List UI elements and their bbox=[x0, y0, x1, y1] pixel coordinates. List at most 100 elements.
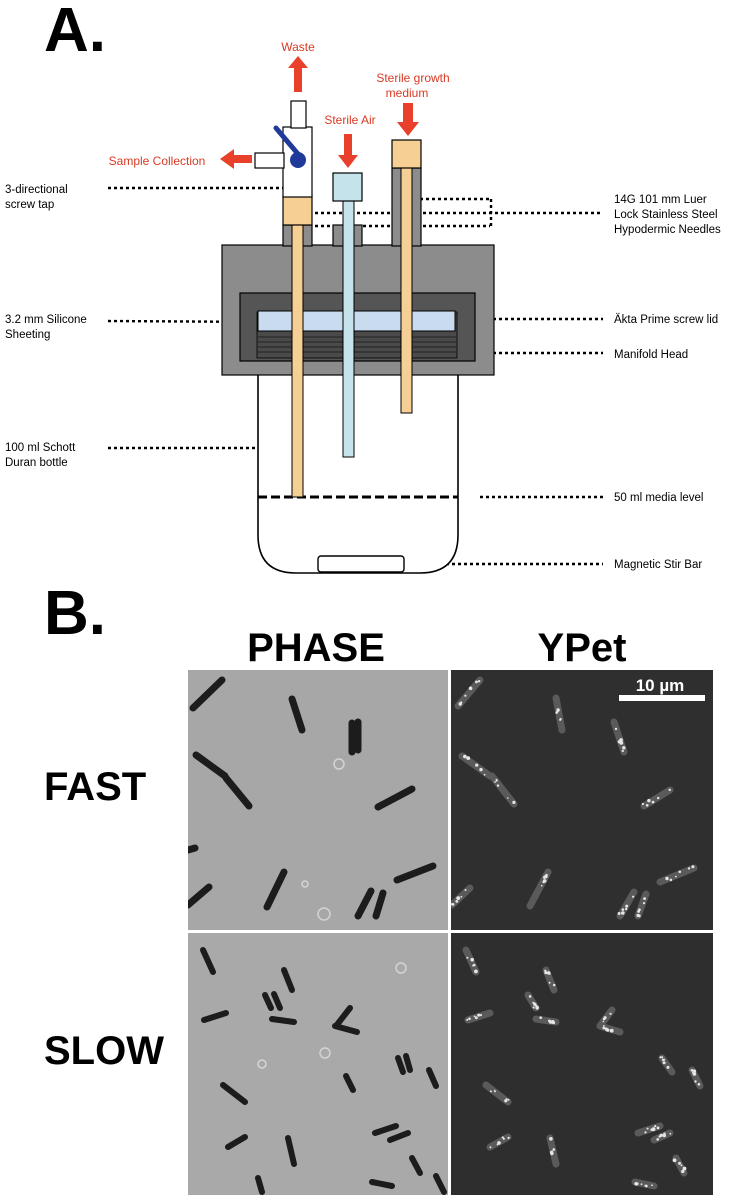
air-arrow bbox=[338, 134, 358, 168]
fluorescent-cell bbox=[634, 1122, 664, 1137]
needles-label-1: 14G 101 mm Luer bbox=[614, 194, 707, 206]
fluorescent-spot bbox=[475, 763, 479, 767]
fluorescent-spot bbox=[546, 971, 551, 975]
fluorescent-spot bbox=[669, 1132, 672, 1135]
fluorescent-spot bbox=[606, 1028, 610, 1032]
fluorescent-spot bbox=[603, 1025, 605, 1027]
column-header-phase: PHASE bbox=[247, 626, 385, 670]
fluorescent-spot bbox=[472, 964, 474, 967]
fluorescent-spot bbox=[621, 749, 624, 753]
phase-slow-cells bbox=[200, 947, 447, 1195]
fluorescent-spot bbox=[551, 1020, 555, 1023]
fluorescent-spot bbox=[512, 800, 516, 805]
ypet-fast-spots bbox=[451, 676, 698, 920]
fluorescent-spot bbox=[680, 1164, 683, 1167]
fluorescent-spot bbox=[675, 875, 677, 878]
fluorescent-spot bbox=[552, 983, 556, 987]
fluorescent-cell bbox=[656, 864, 698, 886]
fluorescent-spot bbox=[651, 800, 655, 804]
fluorescent-spot bbox=[477, 1013, 481, 1017]
fluorescent-spot bbox=[645, 804, 649, 807]
phase-fast-cells bbox=[188, 676, 437, 920]
fluorescent-spot bbox=[470, 959, 474, 962]
fluorescent-spot bbox=[545, 873, 548, 877]
fluorescent-spot bbox=[602, 1020, 605, 1023]
phase-slow-image bbox=[188, 933, 448, 1195]
screw-tap bbox=[254, 100, 313, 198]
screw-lid-label: Äkta Prime screw lid bbox=[614, 314, 718, 326]
fluorescent-spot bbox=[552, 1148, 556, 1151]
fluorescent-spot bbox=[455, 900, 459, 903]
sample-collection-label: Sample Collection bbox=[109, 154, 206, 168]
fluorescent-spot bbox=[672, 1158, 677, 1163]
fluorescent-spot bbox=[458, 702, 462, 706]
growth-medium-label-2: medium bbox=[386, 86, 429, 100]
fluorescent-cell bbox=[546, 1134, 560, 1168]
fluorescent-spot bbox=[614, 727, 618, 731]
column-header-ypet: YPet bbox=[537, 626, 627, 670]
fluorescent-spot bbox=[501, 1136, 504, 1139]
fluorescent-spot bbox=[507, 1136, 510, 1140]
fluorescent-spot bbox=[489, 1146, 492, 1149]
fluorescent-spot bbox=[681, 1169, 685, 1174]
fluorescent-spot bbox=[463, 754, 467, 759]
fluorescent-spot bbox=[475, 680, 478, 684]
phase-fast-image bbox=[188, 670, 448, 930]
row-label-fast: FAST bbox=[44, 765, 147, 809]
fluorescent-spot bbox=[654, 1125, 657, 1128]
fluorescent-spot bbox=[691, 865, 695, 869]
medium-arrow bbox=[397, 103, 419, 136]
fluorescent-spot bbox=[609, 1028, 614, 1033]
fluorescent-spot bbox=[555, 711, 558, 714]
fluorescent-spot bbox=[528, 995, 532, 998]
fluorescent-cell bbox=[640, 786, 674, 810]
bottle-label-1: 100 ml Schott bbox=[5, 442, 76, 454]
fluorescent-spot bbox=[625, 904, 629, 908]
fluorescent-spot bbox=[694, 1080, 697, 1083]
fluorescent-spot bbox=[543, 875, 546, 879]
fluorescent-spot bbox=[540, 884, 543, 887]
fluorescent-spot bbox=[602, 1017, 606, 1021]
fluorescent-spot bbox=[548, 981, 551, 984]
fluorescent-cell bbox=[488, 772, 518, 808]
cap-sample bbox=[282, 195, 313, 226]
fluorescent-spot bbox=[451, 903, 455, 906]
fluorescent-spot bbox=[644, 1131, 647, 1134]
fluorescent-spot bbox=[663, 1132, 666, 1135]
fluorescent-spot bbox=[642, 902, 646, 905]
fluorescent-spot bbox=[692, 1072, 697, 1076]
fluorescent-spot bbox=[643, 897, 646, 900]
needles-label-2: Lock Stainless Steel bbox=[614, 209, 718, 221]
fluorescent-spot bbox=[669, 878, 673, 882]
fluorescent-spot bbox=[678, 870, 682, 874]
fluorescent-cell bbox=[482, 1081, 512, 1106]
fluorescent-spot bbox=[621, 908, 625, 911]
fluorescent-spot bbox=[479, 767, 483, 772]
media-level-label: 50 ml media level bbox=[614, 492, 703, 504]
fluorescent-spot bbox=[640, 1183, 643, 1186]
fluorescent-spot bbox=[668, 788, 671, 792]
fluorescent-spot bbox=[466, 1018, 469, 1021]
fluorescent-spot bbox=[617, 912, 621, 915]
fluorescent-spot bbox=[690, 1069, 694, 1072]
fluorescent-spot bbox=[464, 694, 467, 697]
phase-slow-halos bbox=[257, 962, 407, 1069]
silicone-label-1: 3.2 mm Silicone bbox=[5, 314, 87, 326]
fluorescent-spot bbox=[479, 1014, 482, 1017]
fluorescent-spot bbox=[657, 796, 660, 800]
screw-tap-label-2: screw tap bbox=[5, 199, 54, 211]
fluorescent-spot bbox=[542, 880, 545, 884]
scale-bar-label: 10 µm bbox=[636, 676, 685, 695]
fluorescent-spot bbox=[632, 895, 635, 898]
tap-handle bbox=[273, 125, 301, 157]
silicone-label-2: Sheeting bbox=[5, 329, 50, 341]
fluorescent-spot bbox=[559, 718, 562, 721]
fluorescent-spot bbox=[638, 908, 641, 912]
fluorescent-spot bbox=[619, 741, 624, 745]
fluorescent-spot bbox=[602, 1026, 606, 1030]
fluorescent-spot bbox=[647, 798, 651, 803]
fluorescent-spot bbox=[697, 1083, 701, 1086]
needles-label-3: Hypodermic Needles bbox=[614, 224, 721, 236]
fluorescent-spot bbox=[663, 1058, 666, 1061]
